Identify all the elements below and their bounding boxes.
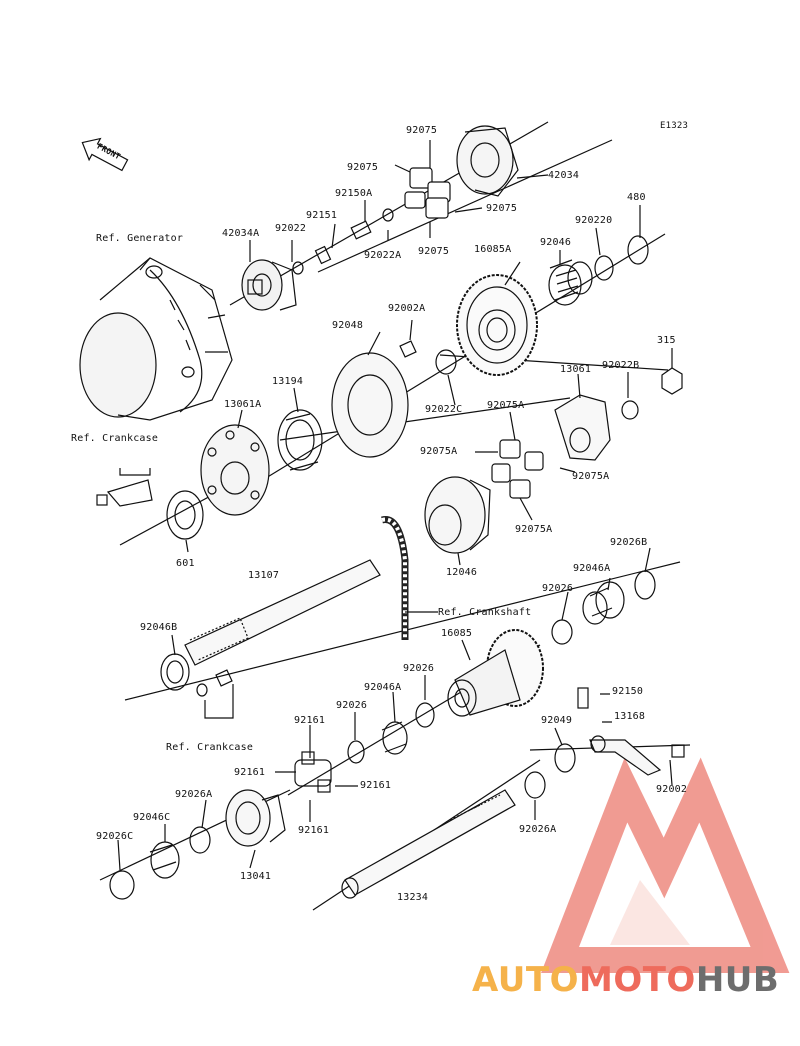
label-920220: 920220	[575, 215, 613, 226]
label-16085A: 16085A	[474, 244, 512, 255]
lever-13168-icon	[589, 739, 662, 776]
label-13168: 13168	[614, 711, 646, 722]
label-92161-left: 92161	[234, 767, 266, 778]
label-92046C: 92046C	[133, 812, 171, 823]
label-92161-right: 92161	[360, 780, 392, 791]
label-13194: 13194	[272, 376, 304, 387]
label-92075A-bottom: 92075A	[515, 524, 553, 535]
label-480: 480	[627, 192, 646, 203]
label-42034: 42034	[548, 170, 580, 181]
label-601: 601	[176, 558, 195, 569]
label-92022: 92022	[275, 223, 307, 234]
label-92046A-mid: 92046A	[364, 682, 402, 693]
brand-logo-icon	[541, 757, 790, 973]
hub-13061A-icon	[200, 424, 270, 516]
label-92026-right: 92026	[542, 583, 574, 594]
damper-92075A-icon	[491, 439, 544, 499]
shaft-13234-icon	[341, 789, 516, 899]
hub-13041-icon	[225, 789, 286, 847]
label-92046: 92046	[540, 237, 572, 248]
label-92022A: 92022A	[364, 250, 402, 261]
coupling-42034A-icon	[241, 259, 297, 311]
bearing-601-icon	[166, 490, 204, 540]
label-13234: 13234	[397, 892, 429, 903]
brand-moto: MOTO	[578, 960, 696, 1000]
shaft-13107-icon	[160, 559, 381, 691]
hub-13061-icon	[554, 394, 611, 461]
label-92046A-right: 92046A	[573, 563, 611, 574]
label-92048: 92048	[332, 320, 364, 331]
label-92022C: 92022C	[425, 404, 463, 415]
front-arrow-icon	[81, 137, 129, 172]
label-92026A-left: 92026A	[175, 789, 213, 800]
label-92026-low: 92026	[336, 700, 368, 711]
brand-auto: AUTO	[472, 960, 579, 1000]
label-92026A-right: 92026A	[519, 824, 557, 835]
label-92075-bottom: 92075	[418, 246, 450, 257]
label-13061A: 13061A	[224, 399, 262, 410]
label-92150: 92150	[612, 686, 644, 697]
needle-bearing-92046C-icon	[149, 841, 180, 879]
label-92026B: 92026B	[610, 537, 648, 548]
label-92151: 92151	[306, 210, 338, 221]
gear-16085-icon	[447, 629, 544, 717]
label-92075-left: 92075	[347, 162, 379, 173]
label-92002A: 92002A	[388, 303, 426, 314]
crankcase-bracket-icon	[106, 479, 153, 507]
label-12046: 12046	[446, 567, 478, 578]
ref-generator-label: Ref. Generator	[96, 233, 184, 244]
label-92161-bottom: 92161	[298, 825, 330, 836]
label-92075A-top: 92075A	[487, 400, 525, 411]
gear-16085A-icon	[456, 274, 538, 376]
coupling-42034-icon	[404, 125, 519, 219]
bearing-13194-icon	[277, 409, 323, 471]
label-92075A-right: 92075A	[572, 471, 610, 482]
label-92075-right: 92075	[486, 203, 518, 214]
ref-crankcase-top-label: Ref. Crankcase	[71, 433, 159, 444]
label-92026C: 92026C	[96, 831, 134, 842]
label-92049: 92049	[541, 715, 573, 726]
label-92046B: 92046B	[140, 622, 178, 633]
needle-bearing-92046-icon	[548, 259, 593, 306]
starter-clutch-plate-92048-icon	[331, 352, 409, 458]
label-92026-mid: 92026	[403, 663, 435, 674]
needle-bearing-92046A-icon	[582, 581, 625, 625]
label-92022B: 92022B	[602, 360, 640, 371]
label-42034A: 42034A	[222, 228, 260, 239]
generator-cover-icon	[79, 257, 233, 421]
label-315: 315	[657, 335, 676, 346]
brand-hub: HUB	[695, 960, 780, 1000]
label-92150A: 92150A	[335, 188, 373, 199]
diagram-code: E1323	[660, 121, 689, 131]
label-92161-top: 92161	[294, 715, 326, 726]
label-13061: 13061	[560, 364, 592, 375]
label-13107: 13107	[248, 570, 280, 581]
ref-crankshaft-label: Ref. Crankshaft	[438, 607, 532, 618]
ref-crankcase-bottom-label: Ref. Crankcase	[166, 742, 254, 753]
label-92075A-left: 92075A	[420, 446, 458, 457]
label-92002: 92002	[656, 784, 688, 795]
clutch-cage-92161-icon	[294, 751, 332, 793]
brand-watermark: AUTOMOTOHUB	[472, 960, 798, 1000]
label-92075-top: 92075	[406, 125, 438, 136]
sprocket-12046-icon	[424, 476, 491, 554]
label-16085: 16085	[441, 628, 473, 639]
label-13041: 13041	[240, 871, 272, 882]
